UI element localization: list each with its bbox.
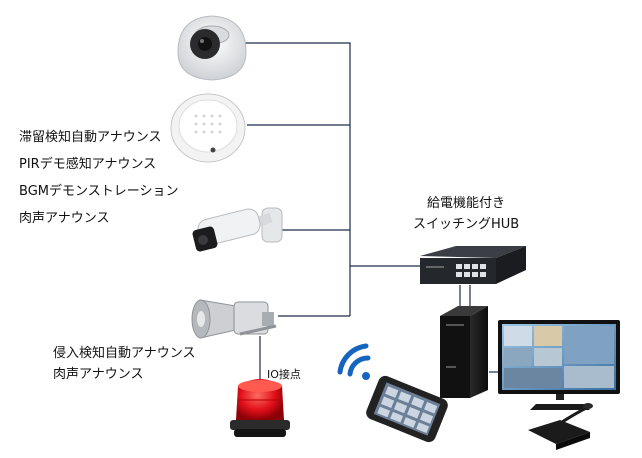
warning-light-icon <box>230 379 290 437</box>
bullet-camera-icon <box>192 207 283 252</box>
monitor-icon <box>498 320 620 410</box>
poe-switch-icon <box>420 246 526 284</box>
ceiling-speaker-icon <box>170 93 246 163</box>
feature-label-intrusion: 侵入検知自動アナウンス <box>53 346 196 361</box>
microphone-icon <box>528 403 593 450</box>
pc-tower-icon <box>440 306 488 398</box>
dome-camera-icon <box>177 15 247 81</box>
wifi-icon <box>337 343 371 380</box>
feature-label-loitering: 滞留検知自動アナウンス <box>19 130 162 145</box>
feature-label-bgm-demo: BGMデモンストレーション <box>19 184 179 199</box>
smartphone-icon <box>366 375 448 443</box>
feature-label-live-voice: 肉声アナウンス <box>19 211 110 226</box>
hub-label-line2: スイッチングHUB <box>413 217 520 232</box>
feature-label-live-voice-2: 肉声アナウンス <box>53 367 144 382</box>
connection-lines <box>244 42 500 383</box>
hub-label-line1: 給電機能付き <box>427 196 506 211</box>
horn-speaker-icon <box>191 299 277 339</box>
feature-label-pir-demo: PIRデモ感知アナウンス <box>19 157 157 172</box>
io-contact-label: IO接点 <box>267 368 301 381</box>
